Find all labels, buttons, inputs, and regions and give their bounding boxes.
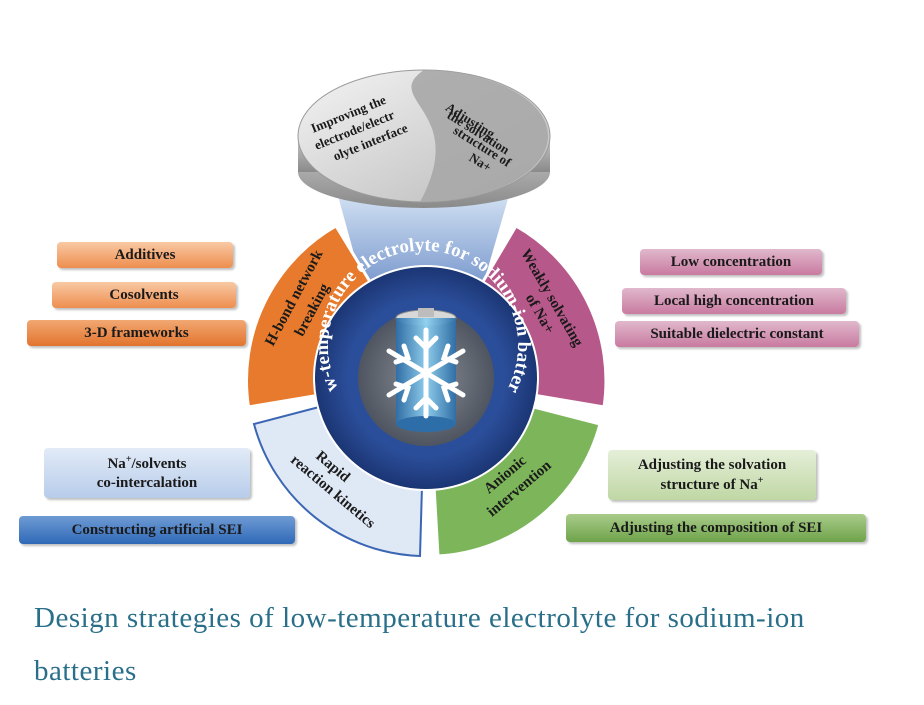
tag-additives: Additives [57,242,233,268]
tag-dielectric-constant: Suitable dielectric constant [615,321,859,347]
tag-low-concentration: Low concentration [640,249,822,275]
tag-adjust-solvation-line2: structure of Na+ [660,474,764,493]
tag-co-intercalation-line2: co-intercalation [96,474,198,491]
tag-adjust-solvation-line1: Adjusting the solvation [637,456,787,473]
tag-cosolvents: Cosolvents [52,282,236,308]
tag-local-high-concentration: Local high concentration [622,288,846,314]
tag-adjust-sei-composition: Adjusting the composition of SEI [566,514,866,542]
tag-artificial-sei: Constructing artificial SEI [19,516,295,544]
tag-co-intercalation-line1: Na+/solvents [107,453,187,472]
top-disk: Improving the electrode/electr olyte int… [297,69,551,208]
figure-caption: Design strategies of low-temperature ele… [34,602,805,687]
tag-adjust-solvation: Adjusting the solvation structure of Na+ [608,450,816,500]
battery-snowflake-icon [386,308,466,432]
tag-co-intercalation: Na+/solvents co-intercalation [44,448,250,498]
tag-3d-frameworks: 3-D frameworks [27,320,246,346]
